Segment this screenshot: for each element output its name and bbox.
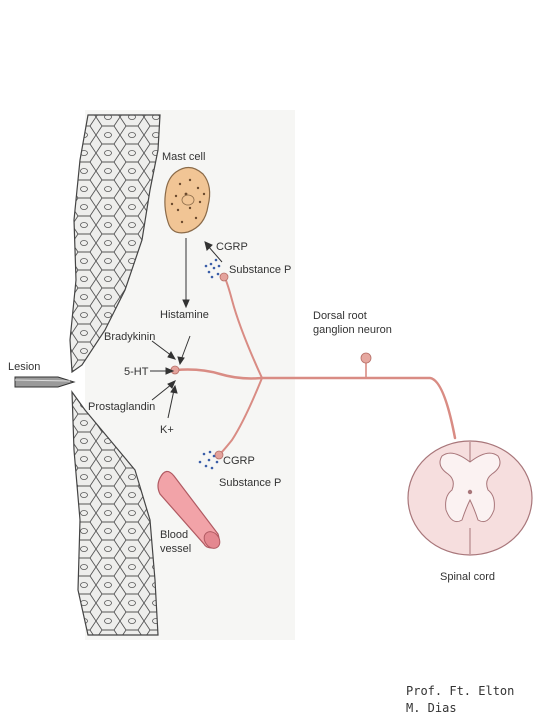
author-credit: Prof. Ft. Elton M. Dias [406,683,538,717]
granules-top [204,258,221,279]
label-substance-p-top: Substance P [229,264,291,276]
label-k-plus: K+ [160,424,174,436]
dorsal-root-ganglion-soma [360,352,372,364]
nerve-ending-top [219,272,229,282]
label-bradykinin: Bradykinin [104,331,155,343]
label-substance-p-bottom: Substance P [219,477,281,489]
label-histamine: Histamine [160,309,209,321]
lesion-needle-icon [14,376,76,388]
nerve-ending-lesion [170,365,180,375]
label-blood: Blood [160,529,188,541]
label-5ht: 5-HT [124,366,149,378]
credit-line-2: M. Dias [406,701,457,715]
label-spinal-cord: Spinal cord [440,571,495,583]
label-dorsal-root: Dorsal root [313,310,367,322]
label-cgrp-bottom: CGRP [223,455,255,467]
label-prostaglandin: Prostaglandin [88,401,155,413]
granules-bottom [198,450,219,470]
label-lesion: Lesion [8,361,40,373]
skin-layer-lower [71,390,159,636]
credit-line-1: Prof. Ft. Elton [406,684,515,698]
sensory-nerve-fiber [174,277,457,455]
label-mast-cell: Mast cell [162,151,205,163]
label-vessel: vessel [160,543,191,555]
spinal-cord-cross-section-icon [407,440,533,556]
mast-cell-icon [164,166,211,234]
label-cgrp-top: CGRP [216,241,248,253]
label-ganglion-neuron: ganglion neuron [313,324,392,336]
nerve-ending-bottom [214,450,224,460]
arrows [150,238,223,419]
blood-vessel-icon [157,470,221,549]
skin-layer-upper [69,114,161,374]
